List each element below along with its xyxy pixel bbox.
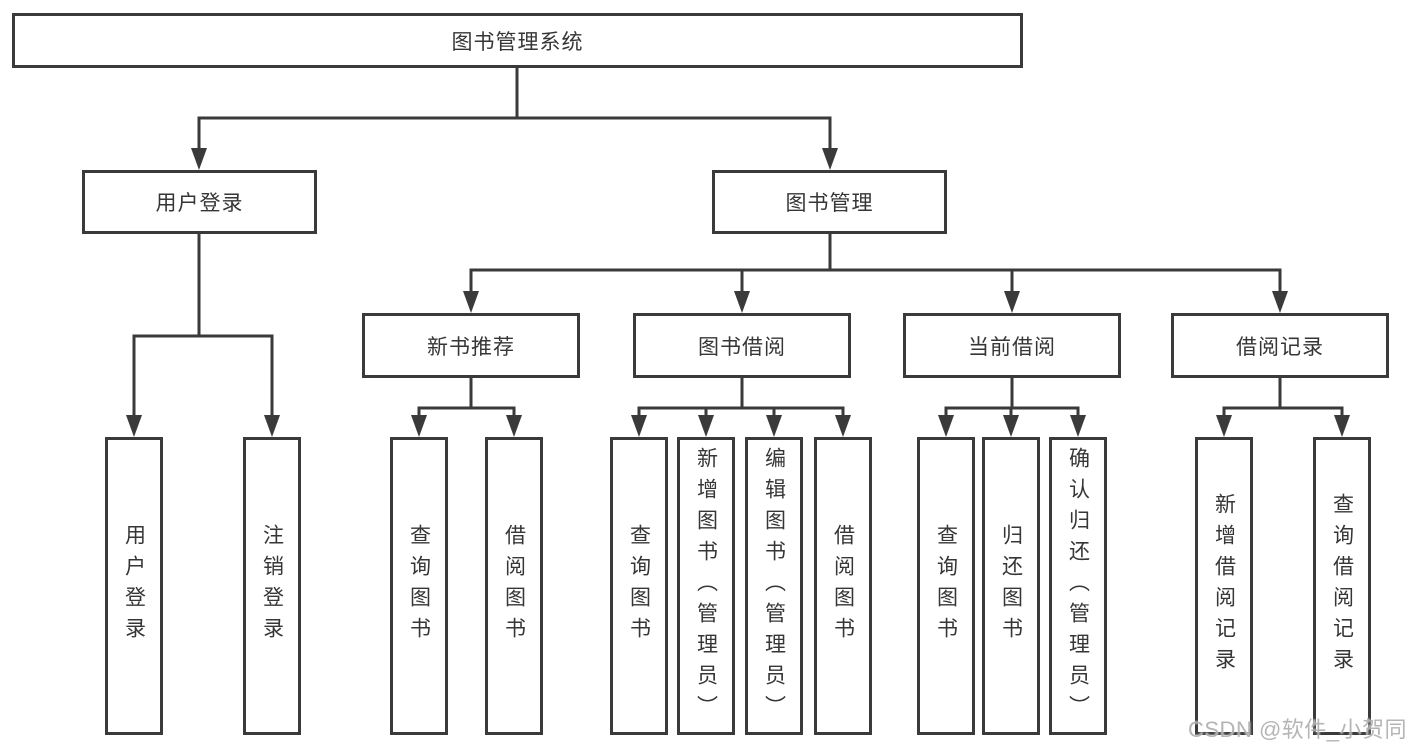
node-leaf-query-book-1: 查询图书	[390, 437, 448, 735]
node-leaf-edit-book-admin-label: 编辑图书（管理员）	[762, 446, 786, 726]
node-current-borrow: 当前借阅	[903, 313, 1121, 378]
node-leaf-borrow-book-2: 借阅图书	[814, 437, 872, 735]
node-leaf-confirm-return-admin: 确认归还（管理员）	[1049, 437, 1107, 735]
node-book-borrow-label: 图书借阅	[698, 335, 786, 359]
node-leaf-add-book-admin-label: 新增图书（管理员）	[694, 446, 718, 726]
node-leaf-query-book-2: 查询图书	[610, 437, 668, 735]
watermark-text: CSDN @软件_小贺同学	[1188, 717, 1405, 742]
node-leaf-query-borrow-record-label: 查询借阅记录	[1330, 493, 1354, 679]
node-leaf-query-book-3: 查询图书	[917, 437, 975, 735]
node-leaf-borrow-book-2-label: 借阅图书	[831, 524, 855, 648]
node-leaf-logout: 注销登录	[243, 437, 301, 735]
node-leaf-return-book-label: 归还图书	[999, 524, 1023, 648]
node-user-login: 用户登录	[82, 170, 317, 234]
node-leaf-query-book-1-label: 查询图书	[407, 524, 431, 648]
node-leaf-borrow-book-1-label: 借阅图书	[502, 524, 526, 648]
arrowheads	[126, 148, 1350, 437]
node-new-book-recommend-label: 新书推荐	[427, 335, 515, 359]
node-book-management: 图书管理	[712, 170, 947, 234]
node-new-book-recommend: 新书推荐	[362, 313, 580, 378]
node-root: 图书管理系统	[12, 13, 1023, 68]
node-borrow-records: 借阅记录	[1171, 313, 1389, 378]
node-borrow-records-label: 借阅记录	[1236, 335, 1324, 359]
node-leaf-user-login-label: 用户登录	[122, 524, 146, 648]
node-leaf-add-book-admin: 新增图书（管理员）	[677, 437, 735, 735]
node-book-management-label: 图书管理	[785, 192, 874, 215]
node-user-login-label: 用户登录	[155, 192, 244, 215]
node-leaf-confirm-return-admin-label: 确认归还（管理员）	[1066, 446, 1090, 726]
node-leaf-user-login: 用户登录	[105, 437, 163, 735]
node-leaf-add-borrow-record-label: 新增借阅记录	[1212, 493, 1236, 679]
node-leaf-return-book: 归还图书	[982, 437, 1040, 735]
node-leaf-borrow-book-1: 借阅图书	[485, 437, 543, 735]
node-leaf-query-borrow-record: 查询借阅记录	[1313, 437, 1371, 735]
node-leaf-logout-label: 注销登录	[260, 524, 284, 648]
node-book-borrow: 图书借阅	[633, 313, 851, 378]
node-root-label: 图书管理系统	[451, 30, 584, 54]
node-leaf-add-borrow-record: 新增借阅记录	[1195, 437, 1253, 735]
node-leaf-query-book-3-label: 查询图书	[934, 524, 958, 648]
node-current-borrow-label: 当前借阅	[968, 335, 1056, 359]
node-leaf-edit-book-admin: 编辑图书（管理员）	[745, 437, 803, 735]
node-leaf-query-book-2-label: 查询图书	[627, 524, 651, 648]
